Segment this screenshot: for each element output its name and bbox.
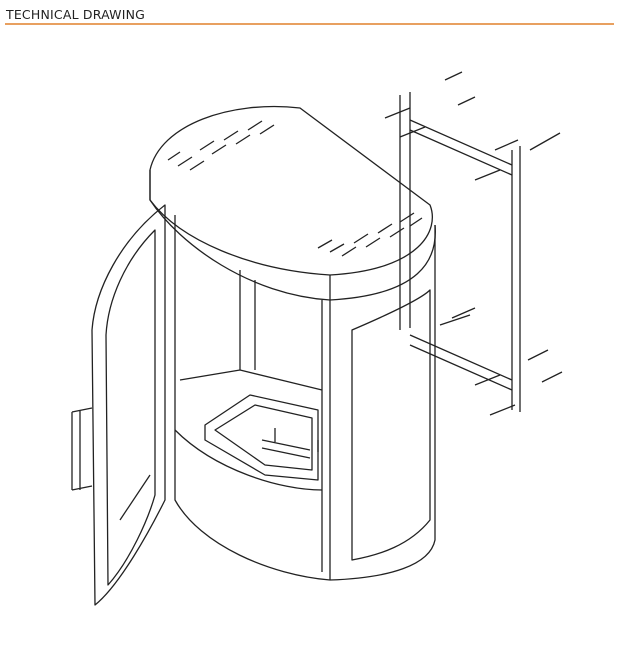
stove-top-cap [149, 105, 436, 301]
section-title: TECHNICAL DRAWING [6, 7, 146, 22]
stove-door [71, 204, 166, 606]
wall-bracket [399, 92, 521, 412]
title-divider [5, 23, 614, 25]
vent-slots [167, 120, 423, 257]
stove-body [174, 215, 436, 581]
screws-and-wall-plugs [384, 71, 563, 416]
